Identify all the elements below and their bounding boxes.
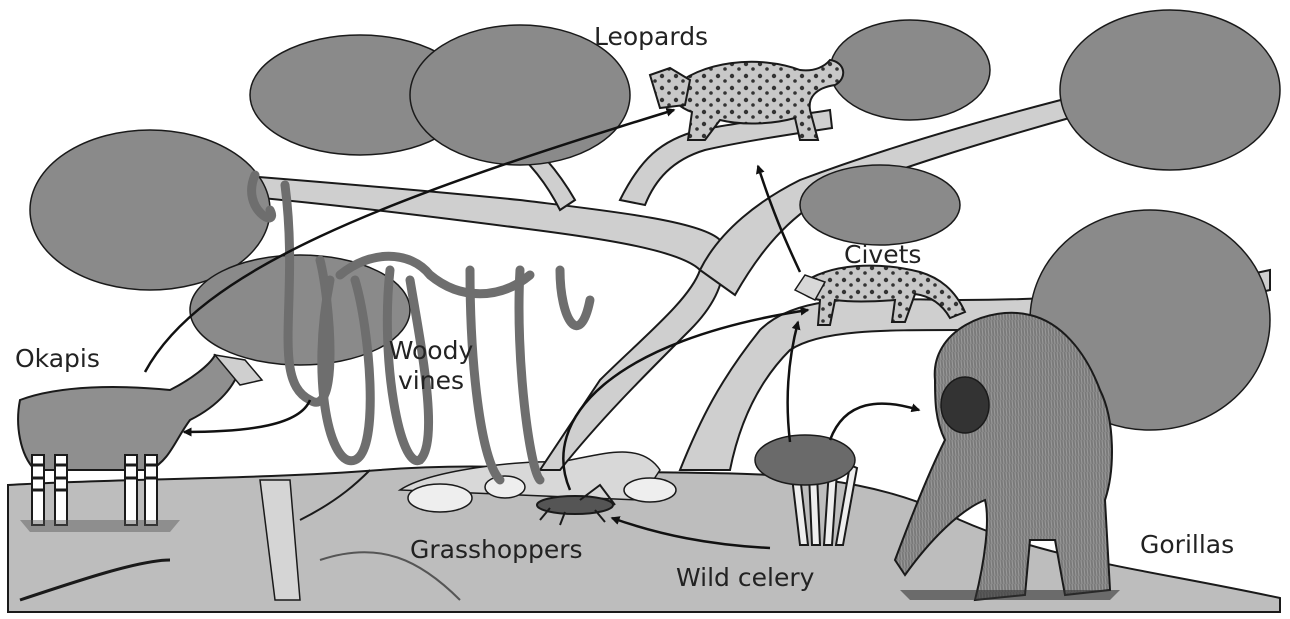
label-civets: Civets — [844, 240, 921, 270]
arrow-wild-celery-to-gorillas — [830, 404, 919, 440]
label-leopards: Leopards — [594, 22, 708, 52]
label-okapis: Okapis — [15, 344, 100, 374]
label-gorillas: Gorillas — [1140, 530, 1234, 560]
label-woody-vines-line1: Woody — [376, 336, 486, 366]
label-woody-vines: Woody vines — [376, 336, 486, 396]
label-woody-vines-line2: vines — [376, 366, 486, 396]
label-grasshoppers: Grasshoppers — [410, 535, 583, 565]
label-wild-celery: Wild celery — [676, 563, 814, 593]
